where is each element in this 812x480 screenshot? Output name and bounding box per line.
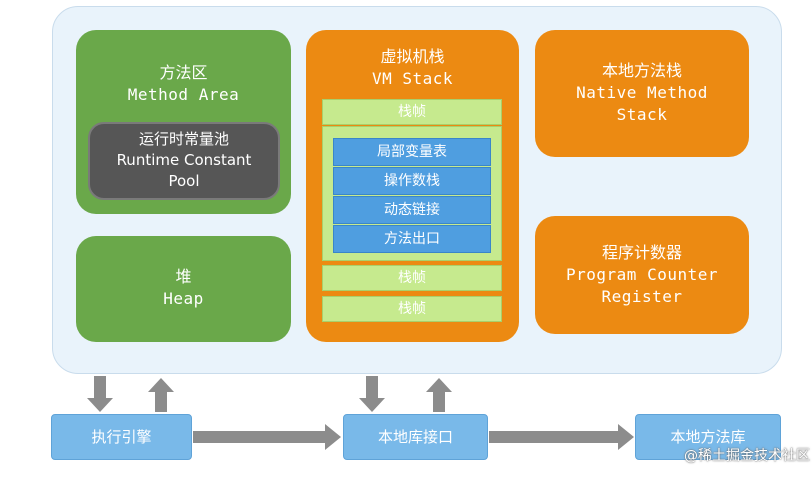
- pc-title-cn: 程序计数器: [601, 243, 682, 262]
- heap-title-en: Heap: [163, 289, 204, 308]
- native-stack-title-cn: 本地方法栈: [601, 61, 682, 80]
- stack-frame-bottom: 栈帧: [322, 296, 502, 322]
- slot-dynamic-linking: 动态链接: [333, 196, 491, 224]
- slot-local-variables: 局部变量表: [333, 138, 491, 166]
- arrow-down-interface: [359, 376, 385, 412]
- method-area-title-cn: 方法区: [159, 63, 208, 82]
- arrow-up-interface: [426, 378, 452, 412]
- pc-line2: Register: [601, 287, 683, 306]
- native-interface-box: 本地库接口: [343, 414, 488, 460]
- arrow-up-engine: [148, 378, 174, 412]
- arrow-right-interface-library: [489, 424, 634, 450]
- vm-stack-title-en: VM Stack: [371, 69, 454, 88]
- native-library-box: 本地方法库: [635, 414, 781, 460]
- runtime-constant-pool-box: 运行时常量池 Runtime Constant Pool: [88, 122, 280, 200]
- watermark: @稀土掘金技术社区: [684, 448, 810, 464]
- native-method-stack-box: 本地方法栈 Native Method Stack: [535, 30, 749, 157]
- constant-pool-line1: Runtime Constant: [116, 151, 252, 169]
- program-counter-box: 程序计数器 Program Counter Register: [535, 216, 749, 334]
- vm-stack-title-cn: 虚拟机栈: [380, 47, 445, 66]
- native-stack-line1: Native Method: [576, 83, 708, 102]
- method-area-title-en: Method Area: [127, 85, 240, 104]
- execution-engine-box: 执行引擎: [51, 414, 192, 460]
- arrow-right-engine-interface: [193, 424, 341, 450]
- pc-line1: Program Counter: [566, 265, 718, 284]
- heap-box: 堆 Heap: [76, 236, 291, 342]
- stack-frame-top: 栈帧: [322, 99, 502, 125]
- native-stack-line2: Stack: [616, 105, 668, 124]
- slot-operand-stack: 操作数栈: [333, 167, 491, 195]
- heap-title-cn: 堆: [175, 267, 192, 286]
- constant-pool-line2: Pool: [168, 172, 200, 190]
- stack-frame-middle: 栈帧: [322, 265, 502, 291]
- arrow-down-engine: [87, 376, 113, 412]
- slot-method-return: 方法出口: [333, 225, 491, 253]
- constant-pool-title-cn: 运行时常量池: [138, 130, 229, 148]
